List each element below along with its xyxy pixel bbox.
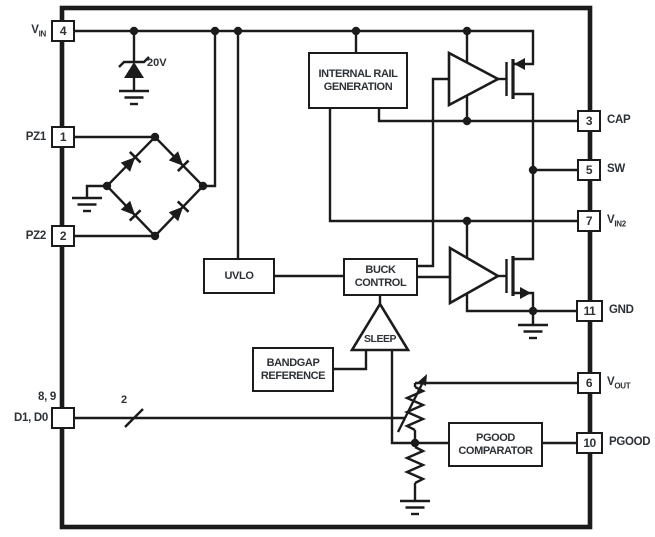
zener-diode: [117, 31, 151, 106]
vin2-wire: [328, 109, 577, 223]
ground-symbol: [516, 323, 550, 340]
highside-driver-amp: [447, 31, 507, 121]
pin-7-vin2: 7: [577, 210, 601, 232]
buck-control-block: BUCK CONTROL: [343, 258, 418, 296]
pin-sw-label: SW: [607, 163, 625, 175]
buck-highside-wire: [418, 77, 449, 268]
feedback-divider: [396, 374, 577, 516]
chip-outline: [59, 5, 593, 530]
pgood-comparator-block: PGOOD COMPARATOR: [448, 422, 543, 467]
sleep-comparator: [334, 295, 415, 445]
internal-rail-generation-block: INTERNAL RAIL GENERATION: [308, 52, 408, 109]
sleep-label: SLEEP: [364, 333, 396, 345]
digital-bus: [75, 408, 405, 428]
pin-1-pz1: 1: [51, 126, 75, 148]
pin-4-vin: 4: [51, 20, 75, 42]
cap-wire: [377, 109, 577, 123]
junction-dots: [102, 26, 538, 448]
pin-gnd-label: GND: [609, 304, 634, 316]
pin-3-cap: 3: [577, 110, 601, 132]
bandgap-reference-block: BANDGAP REFERENCE: [252, 347, 334, 392]
zener-voltage-label: 20V: [147, 57, 167, 69]
pin-d1d0-numbers-label: 8, 9: [38, 391, 56, 403]
pin-89-d1d0: [51, 407, 75, 429]
pin-2-pz2: 2: [51, 225, 75, 247]
highside-pmos: [505, 58, 535, 170]
pin-pz1-label: PZ1: [25, 131, 47, 143]
pin-10-pgood: 10: [576, 432, 603, 454]
pin-vin-label: VIN: [31, 24, 46, 39]
pin-cap-label: CAP: [607, 114, 631, 126]
vin-rail-wire: [75, 29, 535, 66]
pin-pgood-label: PGOOD: [609, 436, 651, 448]
bus-width-label: 2: [121, 394, 128, 406]
lowside-nmos: [505, 170, 535, 311]
pin-11-gnd: 11: [576, 300, 603, 322]
pin-d1d0-label: D1, D0: [14, 412, 48, 424]
pin-vin2-label: VIN2: [607, 214, 626, 229]
pin-pz2-label: PZ2: [25, 230, 47, 242]
pin-6-vout: 6: [577, 372, 601, 394]
pin-vout-label: VOUT: [607, 376, 631, 391]
uvlo-block: UVLO: [203, 258, 275, 294]
lowside-driver-amp: [448, 221, 533, 313]
pin-5-sw: 5: [577, 159, 601, 181]
